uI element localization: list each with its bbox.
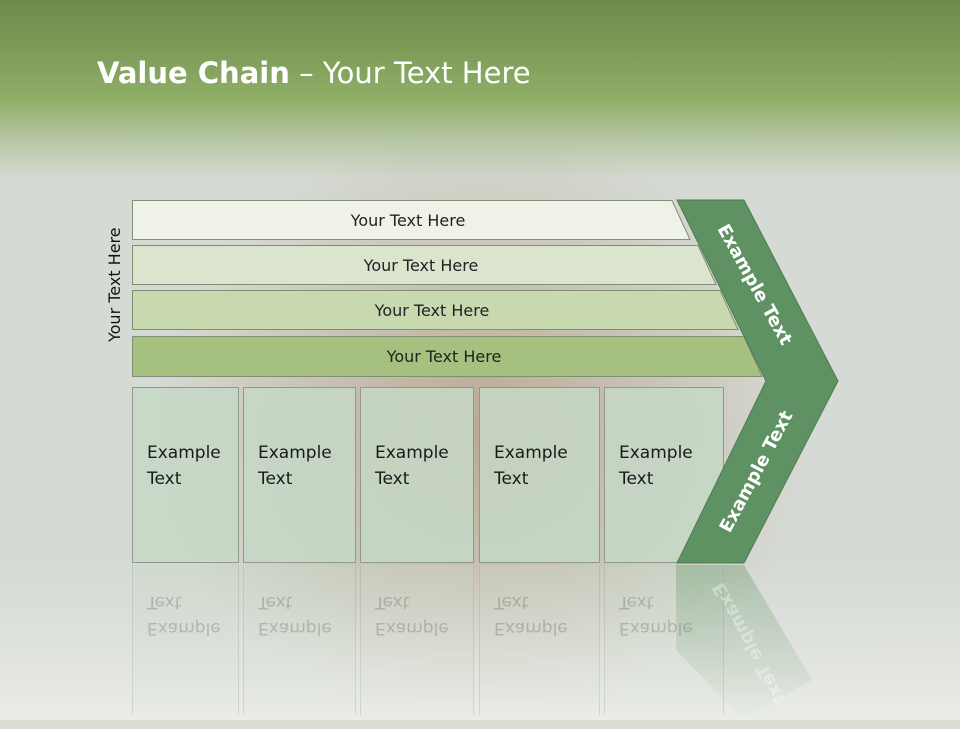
box-reflection: Example Text [360,565,474,715]
title-bold-part: Value Chain [97,56,290,90]
activity-box-2: Example Text [243,387,356,563]
activity-box-3: Example Text [360,387,474,563]
activity-box-1: Example Text [132,387,239,563]
reflection-text: Example Text [147,592,221,638]
title-rest-part: – Your Text Here [289,56,531,90]
side-label: Your Text Here [105,227,124,342]
bar-label: Your Text Here [386,347,502,366]
reflection-text: Example Text [375,592,449,638]
box-label: Example Text [147,443,221,489]
box-reflection: Example Text [132,565,239,715]
box-reflection: Example Text [243,565,356,715]
box-label: Example Text [619,443,693,489]
box-label: Example Text [258,443,332,489]
bar-label: Your Text Here [363,255,479,275]
reflection-text: Example Text [258,592,332,638]
reflection-text: Example Text [494,592,568,638]
value-bar-2: Your Text Here [132,245,717,285]
box-reflection: Example Text [479,565,600,715]
reflection-text: Example Text [619,592,693,638]
activity-box-5: Example Text [604,387,724,563]
box-label: Example Text [375,443,449,489]
value-bar-4: Your Text Here [132,336,763,377]
slide-title: Value Chain – Your Text Here [97,50,531,96]
header-band [0,0,960,180]
bar-label: Your Text Here [374,300,490,320]
activity-box-4: Example Text [479,387,600,563]
value-bar-1: Your Text Here [132,200,691,240]
bar-label: Your Text Here [350,210,466,230]
box-label: Example Text [494,443,568,489]
value-bar-3: Your Text Here [132,290,739,330]
